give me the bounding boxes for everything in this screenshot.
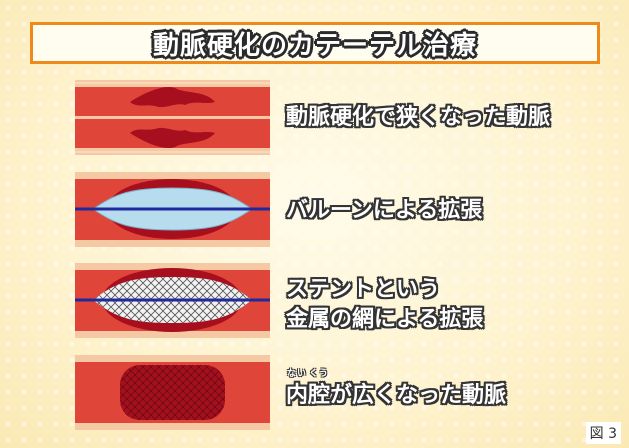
stent-expansion-diagram [75, 263, 270, 338]
step4-label: ない内くう腔が広くなった動脈 [286, 369, 507, 411]
step2-label-text: バルーンによる拡張 [286, 198, 483, 223]
ruby-reading-nai: ない [287, 369, 308, 379]
ruby-reading-kuu: くう [309, 369, 329, 379]
narrowed-lumen-top [130, 86, 215, 108]
ruby-base-uchi: 内 [286, 383, 309, 408]
balloon-dilation-diagram [75, 172, 270, 247]
figure-number: 図 3 [585, 422, 621, 444]
step3-label-line1: ステントという [286, 277, 441, 302]
step4-label-text: が広くなった動脈 [330, 383, 507, 408]
implanted-stent [120, 365, 225, 420]
step1-label-text: 動脈硬化で狭くなった動脈 [286, 105, 551, 130]
step3-label-line2: 金属の網による拡張 [286, 307, 484, 332]
ruby-base-kou: 腔 [308, 383, 331, 408]
narrowed-lumen-bottom [130, 127, 215, 149]
step2-label: バルーンによる拡張 [286, 196, 482, 226]
step3-label: ステントという 金属の網による拡張 [286, 275, 483, 335]
narrowed-artery-diagram [75, 80, 270, 155]
page-title: 動脈硬化のカテーテル治療 [152, 30, 477, 61]
widened-lumen-diagram [75, 355, 270, 430]
step1-label: 動脈硬化で狭くなった動脈 [286, 103, 550, 133]
ruby-naiku-2: くう腔 [308, 369, 331, 411]
ruby-naiku-1: ない内 [286, 369, 309, 411]
title-banner: 動脈硬化のカテーテル治療 [30, 22, 600, 64]
